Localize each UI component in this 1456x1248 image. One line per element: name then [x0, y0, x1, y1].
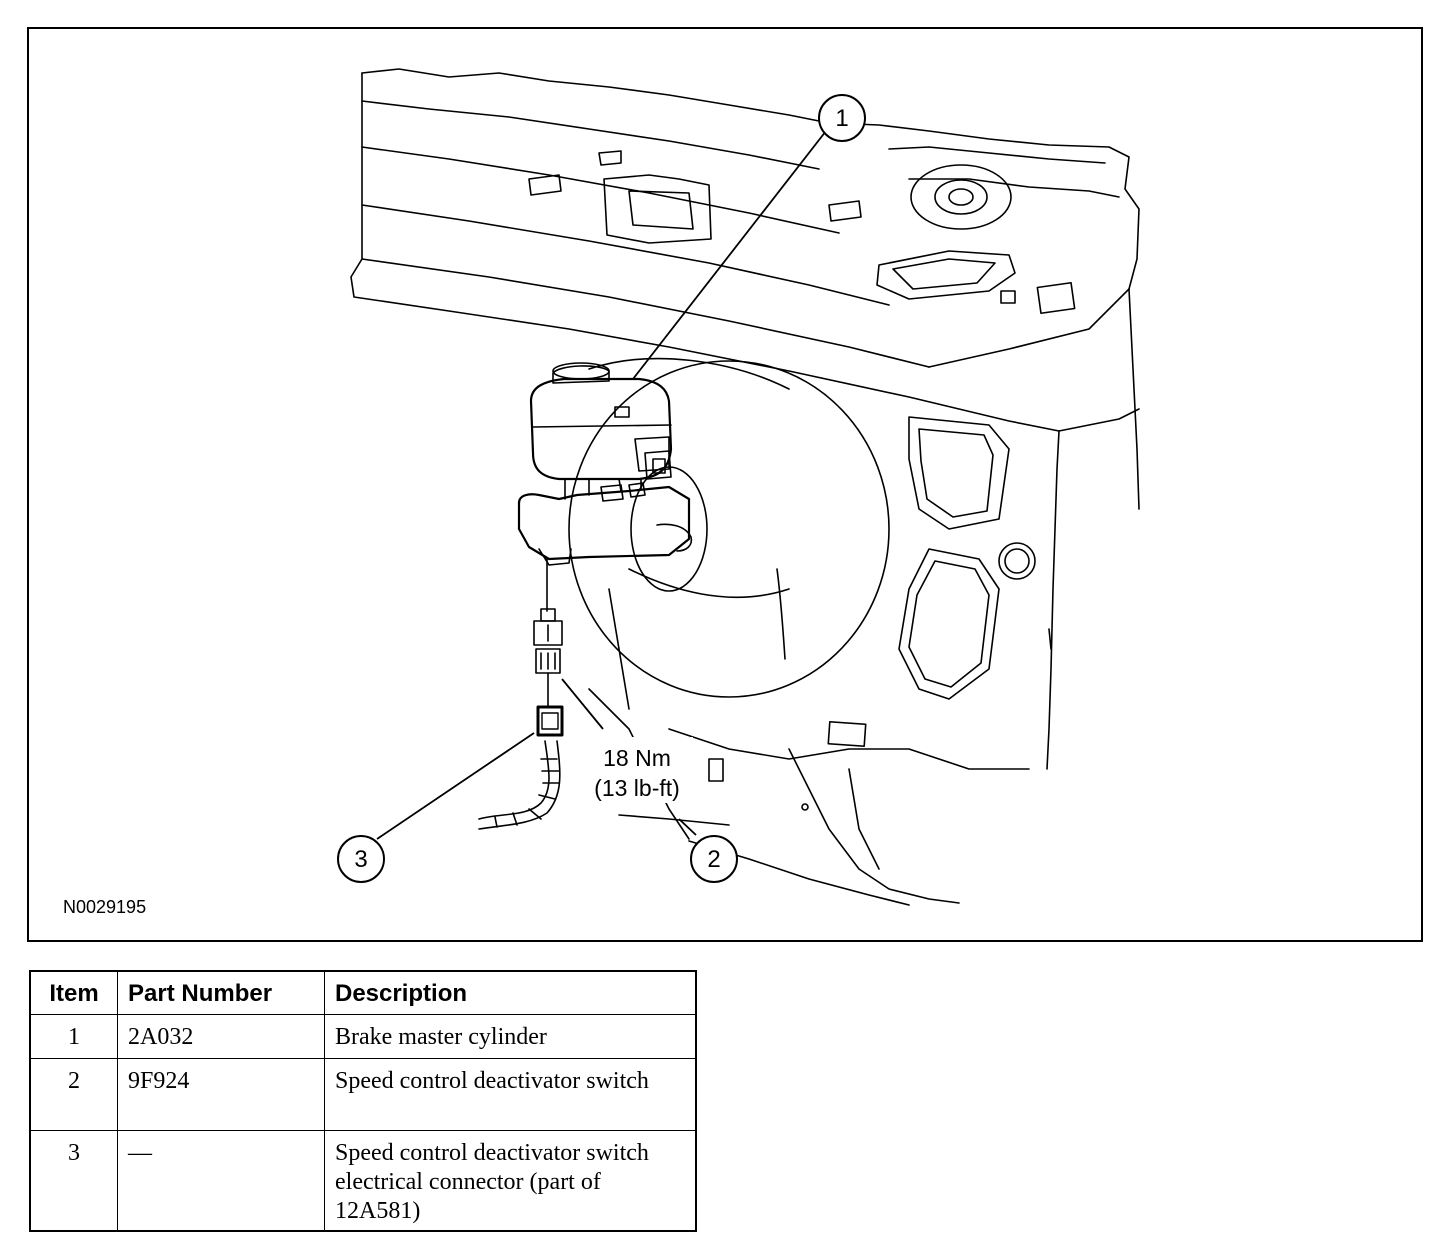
callout-2-label: 2: [707, 846, 720, 873]
header-part-number: Part Number: [117, 970, 325, 1015]
callout-2: 2: [690, 835, 738, 883]
parts-table: Item Part Number Description 1 2A032 Bra…: [29, 970, 697, 1232]
cell-part-number: 9F924: [117, 1058, 325, 1131]
callout-3: 3: [337, 835, 385, 883]
leader-line-1: [632, 130, 827, 380]
cell-description: Speed control deactivator switch: [324, 1058, 697, 1131]
figure-id: N0029195: [63, 897, 146, 917]
cell-description: Brake master cylinder: [324, 1014, 697, 1059]
callout-3-label: 3: [354, 846, 367, 873]
callout-2-circle: [690, 835, 738, 883]
callout-3-circle: [337, 835, 385, 883]
leader-line-torque: [561, 678, 604, 730]
cell-part-number: 2A032: [117, 1014, 325, 1059]
leader-line-3: [376, 732, 535, 840]
leader-line-2: [678, 818, 697, 836]
callout-1: 1: [818, 94, 866, 142]
torque-spec-lbft: (13 lb-ft): [594, 775, 680, 801]
callout-1-circle: [818, 94, 866, 142]
torque-spec-nm: 18 Nm: [603, 745, 671, 771]
header-description: Description: [324, 970, 697, 1015]
cell-item: 1: [29, 1014, 118, 1059]
cell-part-number: —: [117, 1130, 325, 1232]
leader-lines: [376, 130, 827, 840]
cell-item: 3: [29, 1130, 118, 1232]
header-item: Item: [29, 970, 118, 1015]
illustration-frame: 1 2 3 18 Nm (13 lb-ft) N0029195: [27, 27, 1423, 942]
cell-item: 2: [29, 1058, 118, 1131]
brake-assembly-illustration: 1 2 3 18 Nm (13 lb-ft) N0029195: [63, 68, 1140, 917]
cell-description: Speed control deactivator switch electri…: [324, 1130, 697, 1232]
table-row: 1 2A032 Brake master cylinder: [29, 1014, 697, 1059]
table-header-row: Item Part Number Description: [29, 970, 697, 1015]
vehicle-structure-drawing: [350, 68, 1140, 906]
callout-1-label: 1: [835, 105, 848, 132]
table-row: 3 — Speed control deactivator switch ele…: [29, 1130, 697, 1232]
table-row: 2 9F924 Speed control deactivator switch: [29, 1058, 697, 1131]
